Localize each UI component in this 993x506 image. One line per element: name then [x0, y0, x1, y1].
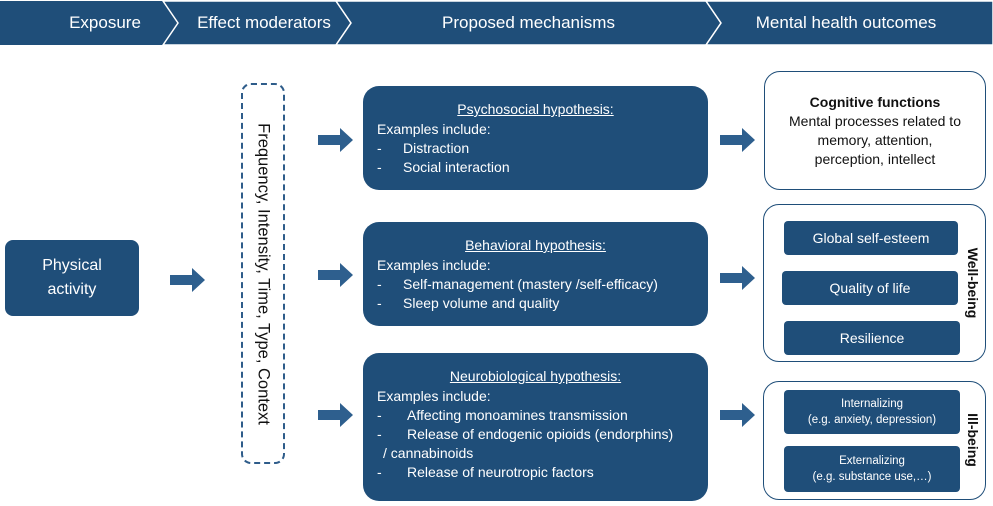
right-arrow-icon: [720, 266, 755, 290]
internalizing-pill: Internalizing (e.g. anxiety, depression): [784, 390, 960, 434]
psychosocial-item-2: Social interaction: [403, 159, 510, 175]
stage-label-exposure: Exposure: [69, 13, 141, 32]
stage-label-outcomes: Mental health outcomes: [755, 13, 937, 32]
cognitive-title: Cognitive functions: [809, 94, 941, 110]
internalizing-detail: (e.g. anxiety, depression): [807, 414, 937, 426]
effect-moderators-box: Frequency, Intensity, Time, Type, Contex…: [241, 83, 285, 464]
psychosocial-hypothesis-box: Psychosocial hypothesis: Examples includ…: [363, 86, 708, 190]
psychosocial-intro: Examples include:: [377, 121, 491, 137]
cognitive-line-3: perception, intellect: [814, 151, 936, 167]
dash-bullet: -: [377, 276, 382, 292]
list-item: - Self-management (mastery /self-efficac…: [377, 275, 694, 294]
list-item: - Affecting monoamines transmission: [377, 406, 694, 425]
behavioral-hypothesis-box: Behavioral hypothesis: Examples include:…: [363, 222, 708, 326]
neurobiological-title: Neurobiological hypothesis:: [449, 368, 622, 384]
stage-chevrons: [0, 0, 993, 46]
dash-bullet: -: [377, 159, 382, 175]
list-item: - Release of endogenic opioids (endorphi…: [377, 425, 694, 444]
list-item: - Release of neurotropic factors: [377, 463, 694, 482]
chevron-outcomes: [704, 0, 993, 46]
stage-label-moderators: Effect moderators: [197, 13, 331, 32]
behavioral-title: Behavioral hypothesis:: [465, 237, 606, 253]
resilience-pill: Resilience: [784, 321, 960, 355]
behavioral-item-1: Self-management (mastery /self-efficacy): [403, 276, 658, 292]
right-arrow-icon: [318, 403, 353, 427]
quality-of-life-pill: Quality of life: [782, 271, 958, 305]
right-arrow-icon: [720, 128, 755, 152]
physical-activity-line2: activity: [47, 281, 97, 298]
stage-header-bar: Exposure Effect moderators Proposed mech…: [0, 0, 993, 46]
neurobiological-item-2-line2: / cannabinoids: [383, 445, 474, 461]
physical-activity-box: Physical activity: [5, 240, 139, 316]
right-arrow-icon: [170, 268, 205, 292]
list-item: - Social interaction: [377, 158, 694, 177]
neurobiological-item-1: Affecting monoamines transmission: [407, 407, 628, 423]
physical-activity-line1: Physical: [42, 257, 102, 274]
well-being-label: Well-being: [965, 247, 981, 319]
right-arrow-icon: [720, 403, 755, 427]
neurobiological-item-2-line1: Release of endogenic opioids (endorphins…: [407, 426, 674, 442]
neurobiological-intro: Examples include:: [377, 388, 491, 404]
psychosocial-title: Psychosocial hypothesis:: [457, 101, 614, 117]
behavioral-item-2: Sleep volume and quality: [403, 295, 560, 311]
ill-being-box: Internalizing (e.g. anxiety, depression)…: [763, 381, 986, 500]
dash-bullet: -: [377, 426, 382, 442]
chevron-exposure: [0, 1, 178, 45]
externalizing-title: Externalizing: [839, 455, 905, 467]
psychosocial-item-1: Distraction: [403, 140, 470, 156]
ill-being-label: Ill-being: [965, 413, 981, 467]
list-item: - Sleep volume and quality: [377, 294, 694, 313]
cognitive-functions-box: Cognitive functions Mental processes rel…: [764, 71, 986, 190]
well-being-box: Global self-esteem Quality of life Resil…: [763, 204, 986, 362]
externalizing-pill: Externalizing (e.g. substance use,…): [784, 446, 960, 492]
right-arrow-icon: [318, 263, 353, 287]
behavioral-intro: Examples include:: [377, 257, 491, 273]
right-arrow-icon: [318, 128, 353, 152]
dash-bullet: -: [377, 295, 382, 311]
stage-label-mechanisms: Proposed mechanisms: [442, 13, 615, 32]
externalizing-detail: (e.g. substance use,…): [812, 471, 932, 483]
neurobiological-item-3: Release of neurotropic factors: [407, 464, 594, 480]
cognitive-line-1: Mental processes related to: [789, 113, 961, 129]
effect-moderators-label: Frequency, Intensity, Time, Type, Contex…: [254, 122, 273, 425]
neurobiological-hypothesis-box: Neurobiological hypothesis: Examples inc…: [363, 353, 708, 501]
list-item: - Distraction: [377, 139, 694, 158]
internalizing-title: Internalizing: [840, 398, 903, 410]
dash-bullet: -: [377, 140, 382, 156]
global-self-esteem-pill: Global self-esteem: [784, 221, 958, 255]
cognitive-line-2: memory, attention,: [817, 132, 933, 148]
dash-bullet: -: [377, 407, 382, 423]
dash-bullet: -: [377, 464, 382, 480]
